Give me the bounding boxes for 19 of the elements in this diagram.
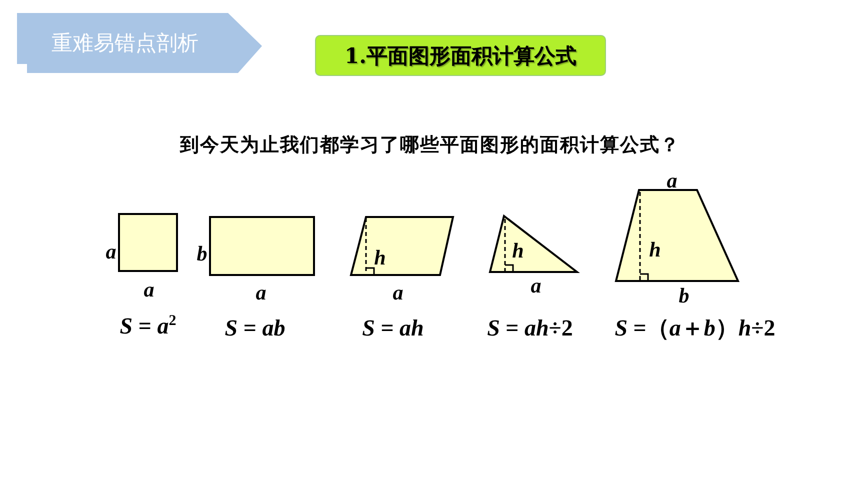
variable-label: h — [374, 248, 386, 268]
variable-label: a — [392, 282, 404, 304]
variable-label: h — [649, 240, 661, 260]
variable-label: a — [144, 280, 154, 300]
variable-label: h — [512, 240, 524, 262]
section-banner: 重难易错点剖析 — [17, 13, 262, 73]
variable-label: b — [678, 286, 690, 306]
variable-label: a — [256, 282, 266, 304]
formula: S = ah÷2 — [487, 316, 573, 340]
variable-label: a — [666, 170, 678, 192]
variable-label: a — [106, 242, 116, 262]
formula: S = a$^{2}$ — [120, 314, 176, 338]
variable-label: a — [530, 276, 542, 296]
formula: S =（a＋b）h÷2 — [614, 316, 776, 340]
variable-label: b — [196, 244, 208, 264]
title-box: 1.平面图形面积计算公式 — [315, 35, 606, 76]
question-text: 到今天为止我们都学习了哪些平面图形的面积计算公式？ — [180, 133, 680, 158]
formula: S = ah — [362, 316, 424, 340]
formula: S = ab — [224, 316, 286, 340]
